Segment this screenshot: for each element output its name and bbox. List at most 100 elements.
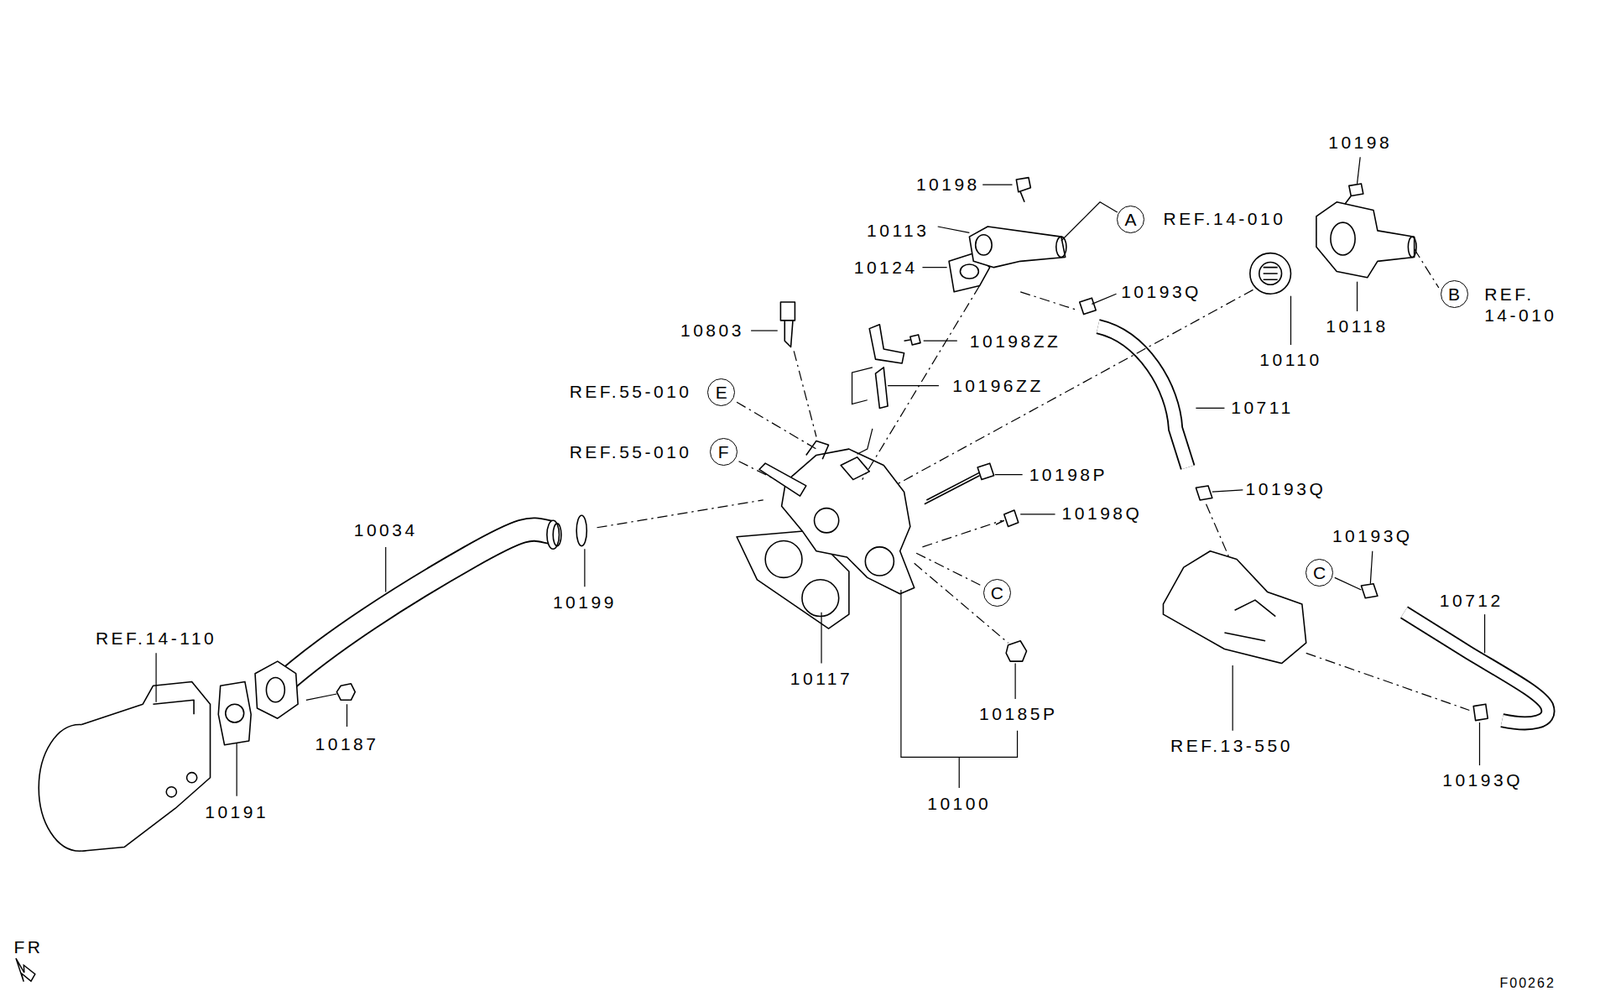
hose-clamp (1079, 297, 1096, 314)
water-outlet-body (759, 463, 807, 496)
water-pipe (275, 529, 553, 690)
leader-lines (1020, 513, 1055, 515)
reference-circle: F (709, 437, 738, 466)
bolt (924, 463, 995, 505)
leader-lines (923, 340, 958, 342)
water-outlet-fitting (975, 234, 992, 256)
water-pump (166, 786, 177, 798)
leader-lines (901, 589, 1018, 788)
water-pipe (275, 529, 553, 690)
water-outlet-body (806, 440, 829, 459)
hose (1098, 326, 1189, 468)
bolt (926, 471, 982, 501)
water-pipe (255, 520, 562, 719)
thermostat-housing (1316, 202, 1417, 278)
leader-lines (1232, 665, 1234, 731)
reference-letter: A (1125, 210, 1137, 229)
hose (1098, 326, 1189, 468)
thermostat-housing (1316, 202, 1415, 278)
leader-lines (1015, 663, 1017, 700)
leader-lines (750, 329, 778, 331)
leader-lines (1091, 293, 1116, 304)
reference-label: REF.14-110 (93, 628, 219, 650)
leader-lines (995, 474, 1023, 475)
reference-letter: E (715, 383, 728, 402)
callout-number: 10196ZZ (950, 375, 1046, 397)
leader-lines (306, 693, 348, 727)
water-outlet-fitting (969, 226, 1065, 268)
alignment-lines (897, 289, 1253, 484)
callout-number: 10191 (203, 802, 271, 824)
front-arrow (7, 958, 37, 985)
bolt (924, 475, 980, 505)
leader-lines (1356, 281, 1358, 312)
leader-lines (1290, 296, 1292, 345)
callout-number: 10124 (852, 256, 920, 278)
hose-clamp (1195, 485, 1212, 501)
thermostat (1250, 253, 1292, 295)
callout-number: F00262 (1498, 975, 1558, 992)
reference-circle: B (1440, 280, 1469, 308)
part-drawings (38, 177, 1548, 852)
hose-clamp (1473, 703, 1488, 720)
reference-letter: F (718, 442, 730, 461)
reference-letter: B (1448, 285, 1460, 303)
reference-label: REF.14-010 (1161, 208, 1288, 230)
leader-lines (1334, 577, 1362, 590)
bracket (875, 367, 888, 409)
callout-number: 10193Q (1330, 525, 1415, 547)
water-outlet-body (781, 448, 915, 595)
leader-lines (938, 226, 970, 233)
reference-circle: C (983, 578, 1012, 607)
alignment-lines (1206, 504, 1230, 557)
alignment-lines (1306, 652, 1470, 710)
water-outlet-body (840, 457, 870, 480)
intake-part (1224, 599, 1276, 642)
alignment-lines (922, 520, 1002, 548)
callout-number: FR (12, 936, 46, 958)
bracket (869, 324, 904, 409)
callout-number: 10198P (1027, 463, 1110, 485)
callout-number: 10199 (551, 591, 619, 613)
intake-part (1162, 551, 1306, 664)
leader-lines (887, 385, 939, 386)
leader-lines (1061, 202, 1118, 241)
leader-lines (155, 652, 157, 702)
reference-letter: C (1313, 563, 1326, 582)
reference-label: REF.55-010 (568, 441, 694, 463)
leader-lines (922, 266, 947, 268)
water-outlet-fitting (969, 226, 1067, 268)
hose (1403, 612, 1548, 724)
alignment-lines (916, 552, 982, 586)
temperature-sensor (784, 320, 793, 348)
hose (1403, 612, 1548, 724)
callout-number: 10034 (352, 520, 420, 542)
callout-number: 10187 (313, 733, 381, 755)
leader-lines (1195, 407, 1225, 409)
leader-lines (583, 548, 585, 587)
callout-number: 10118 (1323, 316, 1390, 338)
bolt (1344, 183, 1364, 204)
callout-number: 10100 (925, 793, 993, 815)
hose (1403, 612, 1548, 724)
water-pipe (552, 523, 562, 547)
callout-number: 10193Q (1440, 770, 1525, 792)
nut (336, 683, 355, 700)
bolt (995, 510, 1019, 527)
alignment-lines (1414, 249, 1439, 288)
callout-number: 10193Q (1119, 281, 1204, 303)
water-pump (81, 681, 210, 851)
leader-lines (1357, 156, 1361, 184)
water-outlet-body (759, 440, 915, 594)
leader-lines (852, 367, 873, 454)
o-ring (576, 515, 587, 546)
alignment-lines (1020, 291, 1078, 311)
reference-label: REF. 14-010 (1482, 283, 1570, 326)
water-pump (38, 681, 210, 851)
alignment-lines (596, 249, 1470, 711)
nut (1005, 641, 1027, 662)
reference-circle: A (1116, 205, 1145, 234)
water-pump (187, 772, 198, 783)
bolt (1016, 177, 1031, 203)
callout-number: 10198 (1326, 132, 1394, 154)
